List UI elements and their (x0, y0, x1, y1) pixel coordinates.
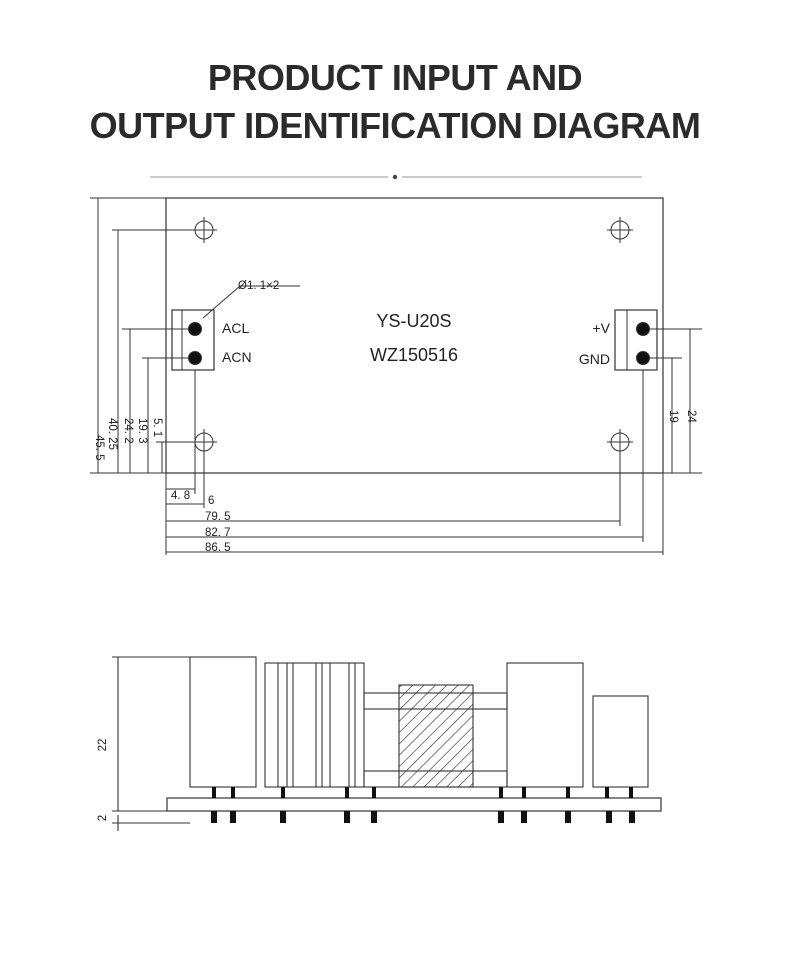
title-line-1: PRODUCT INPUT AND (207, 57, 583, 98)
component-small-block (592, 695, 649, 788)
left-dimension-lines (90, 197, 196, 474)
side-view (112, 656, 662, 831)
dim-19: 19 (667, 410, 679, 423)
mounting-hole-top-right (607, 217, 633, 243)
dim-40-25: 40. 25 (106, 418, 118, 450)
title-divider (150, 174, 642, 180)
dim-19-3: 19. 3 (136, 418, 148, 444)
dim-79-5: 79. 5 (205, 511, 231, 523)
component-capacitor (189, 656, 257, 788)
bottom-dimension-lines (165, 370, 664, 555)
input-terminal (171, 309, 215, 371)
hole-diameter-note: Ø1. 1×2 (238, 280, 279, 292)
dim-6: 6 (208, 495, 214, 507)
component-inductor (363, 684, 508, 788)
dim-86-5: 86. 5 (205, 542, 231, 554)
bottom-pins (211, 811, 635, 823)
dim-24-2: 24. 2 (122, 418, 134, 444)
component-legs (212, 787, 633, 798)
right-dimension-lines (650, 328, 702, 474)
title-line-2: OUTPUT IDENTIFICATION DIAGRAM (89, 105, 701, 146)
dim-5-1: 5. 1 (151, 418, 163, 437)
component-output-capacitor (506, 662, 584, 788)
dim-45-5: 45. 5 (93, 435, 105, 461)
dim-pin-length: 2 (97, 815, 109, 821)
model-code: WZ150516 (370, 345, 458, 365)
mounting-hole-bottom-right (607, 429, 633, 455)
dim-24: 24 (685, 410, 697, 423)
model-name: YS-U20S (376, 311, 451, 331)
dim-82-7: 82. 7 (205, 527, 231, 539)
top-view (90, 197, 702, 555)
dim-4-8: 4. 8 (171, 490, 190, 502)
pcb-outline (165, 197, 664, 474)
pin-label-plus-v: +V (592, 320, 610, 336)
pin-label-gnd: GND (579, 351, 610, 367)
side-pcb (166, 797, 662, 812)
component-transformer (264, 662, 365, 788)
pin-label-acn: ACN (222, 349, 252, 365)
pin-label-acl: ACL (222, 320, 249, 336)
output-terminal (614, 309, 658, 371)
dim-side-height: 22 (97, 739, 109, 752)
